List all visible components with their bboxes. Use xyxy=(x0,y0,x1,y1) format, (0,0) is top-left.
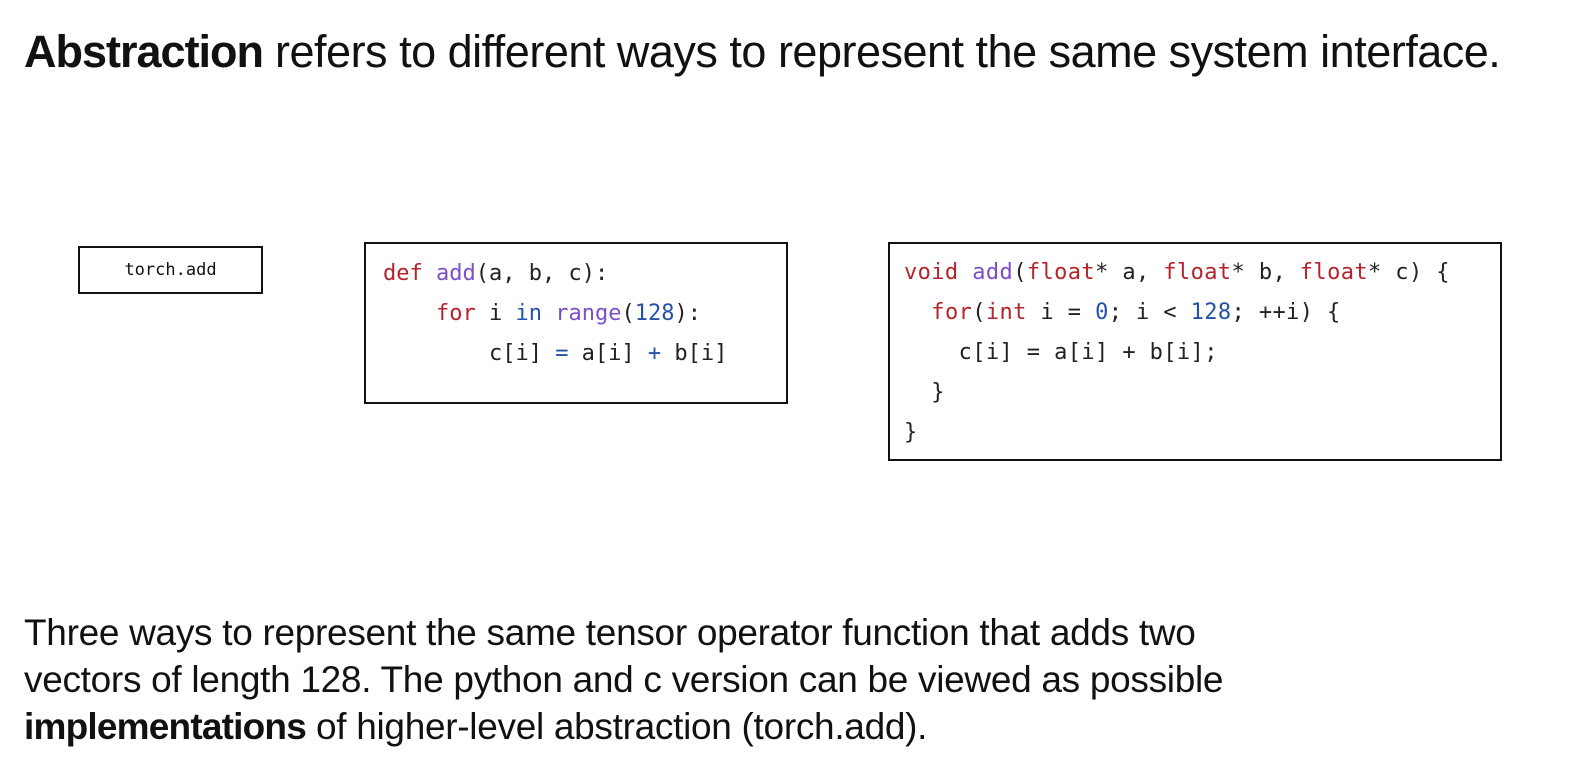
code-token: range xyxy=(555,301,622,326)
code-token: c[i] xyxy=(383,341,556,366)
python-code-line-1: def add(a, b, c): xyxy=(383,254,727,294)
code-token: 0 xyxy=(1095,300,1109,325)
code-token: ; i < xyxy=(1108,300,1191,325)
code-token: * a, xyxy=(1095,260,1164,285)
caption-line-1: Three ways to represent the same tensor … xyxy=(24,612,1196,653)
code-token xyxy=(542,301,555,326)
code-token: (a, b, c): xyxy=(475,261,609,286)
code-token: i = xyxy=(1026,300,1096,325)
code-token: + xyxy=(647,341,662,366)
torch-add-box: torch.add xyxy=(78,246,263,294)
python-code-block: def add(a, b, c): for i in range(128): c… xyxy=(383,254,727,374)
slide-caption: Three ways to represent the same tensor … xyxy=(24,609,1424,750)
code-token: float xyxy=(1299,260,1369,285)
heading-bold-term: Abstraction xyxy=(24,26,264,77)
code-token: = xyxy=(555,341,569,366)
code-token xyxy=(423,261,436,286)
code-token: } xyxy=(904,380,945,405)
python-code-box: def add(a, b, c): for i in range(128): c… xyxy=(364,242,788,404)
code-token: ( xyxy=(1013,260,1027,285)
code-token: ( xyxy=(621,301,635,326)
torch-add-label: torch.add xyxy=(124,260,217,280)
code-token: b[i] xyxy=(661,341,728,366)
c-code-box: void add(float* a, float* b, float* c) {… xyxy=(888,242,1502,461)
code-token: float xyxy=(1163,260,1232,285)
code-token: ; ++i) { xyxy=(1231,300,1341,325)
code-token: add xyxy=(972,260,1014,285)
code-token: * b, xyxy=(1231,260,1300,285)
code-token xyxy=(904,300,931,325)
code-token xyxy=(383,301,436,326)
heading-rest: refers to different ways to represent th… xyxy=(263,26,1501,77)
c-code-line-5: } xyxy=(904,413,1450,453)
code-token xyxy=(959,260,973,285)
c-code-line-1: void add(float* a, float* b, float* c) { xyxy=(904,253,1450,293)
code-token: * c) { xyxy=(1368,260,1450,285)
slide-heading: Abstraction refers to different ways to … xyxy=(24,24,1501,80)
code-token: 128 xyxy=(1190,300,1232,325)
python-code-line-2: for i in range(128): xyxy=(383,294,727,334)
caption-line-3-rest: of higher-level abstraction (torch.add). xyxy=(306,706,928,747)
code-token: void xyxy=(904,260,959,285)
code-token: ( xyxy=(972,300,986,325)
code-token: a[i] xyxy=(568,341,648,366)
c-code-line-4: } xyxy=(904,373,1450,413)
code-token: } xyxy=(904,420,918,445)
code-token: add xyxy=(436,261,476,286)
code-token: def xyxy=(383,261,423,286)
c-code-line-2: for(int i = 0; i < 128; ++i) { xyxy=(904,293,1450,333)
code-token: for xyxy=(435,301,476,326)
code-token: 128 xyxy=(634,301,675,326)
python-code-line-3: c[i] = a[i] + b[i] xyxy=(383,334,727,374)
caption-bold-term: implementations xyxy=(24,706,307,747)
code-token: ): xyxy=(674,301,701,326)
code-token: for xyxy=(931,300,973,325)
code-token: float xyxy=(1026,260,1096,285)
code-token: in xyxy=(515,301,542,326)
code-token: i xyxy=(475,301,516,326)
code-token: int xyxy=(985,300,1027,325)
c-code-block: void add(float* a, float* b, float* c) {… xyxy=(904,253,1450,453)
c-code-line-3: c[i] = a[i] + b[i]; xyxy=(904,333,1450,373)
caption-line-2: vectors of length 128. The python and c … xyxy=(24,659,1224,700)
code-token: c[i] = a[i] + b[i]; xyxy=(904,340,1218,365)
